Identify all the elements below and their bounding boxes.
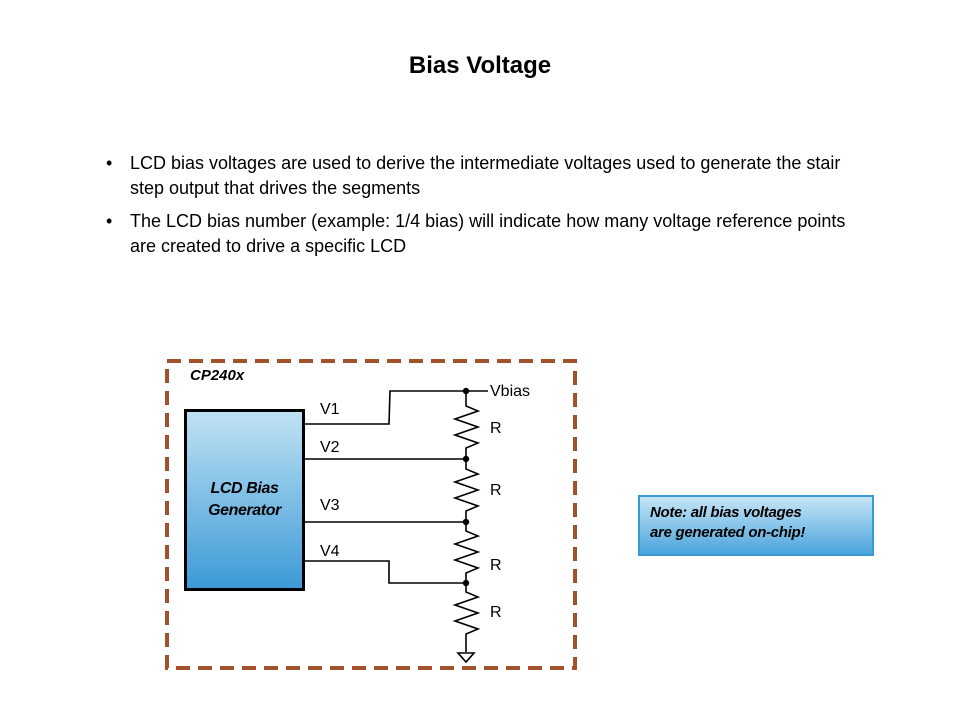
note-line2: are generated on-chip!	[650, 524, 806, 541]
ground-icon	[456, 652, 476, 664]
junction-node	[462, 579, 470, 587]
bullet-item: • The LCD bias number (example: 1/4 bias…	[106, 209, 846, 259]
output-label-v3: V3	[320, 497, 340, 514]
chip-label: CP240x	[190, 367, 245, 384]
bullet-text: The LCD bias number (example: 1/4 bias) …	[130, 211, 846, 256]
resistor-4	[452, 583, 481, 652]
junction-node	[462, 518, 470, 526]
lcd-bias-generator-block: LCD Bias Generator	[184, 409, 305, 591]
resistor-label: R	[490, 420, 502, 437]
vbias-label: Vbias	[490, 383, 531, 400]
resistor-2	[452, 459, 481, 522]
junction-node	[462, 387, 470, 395]
output-label-v2: V2	[320, 439, 340, 456]
bullet-item: • LCD bias voltages are used to derive t…	[106, 151, 846, 201]
wire-v1	[305, 390, 488, 425]
output-label-v1: V1	[320, 401, 340, 418]
generator-label-line2: Generator	[208, 502, 281, 519]
output-label-v4: V4	[320, 543, 340, 560]
chip-boundary	[165, 359, 577, 670]
slide-title: Bias Voltage	[408, 52, 552, 79]
resistor-label: R	[490, 604, 502, 621]
resistor-1	[452, 391, 481, 459]
bullet-text: LCD bias voltages are used to derive the…	[130, 153, 841, 198]
resistor-3	[452, 522, 481, 583]
bullet-marker: •	[106, 153, 113, 173]
resistor-label: R	[490, 557, 502, 574]
wire-v4	[305, 560, 466, 584]
resistor-label: R	[490, 482, 502, 499]
generator-label-line1: LCD Bias	[210, 480, 279, 497]
bullet-marker: •	[106, 211, 113, 231]
junction-node	[462, 455, 470, 463]
note-line1: Note: all bias voltages	[650, 504, 802, 521]
note-callout: Note: all bias voltages are generated on…	[638, 495, 874, 556]
bullet-list: • LCD bias voltages are used to derive t…	[106, 151, 846, 267]
